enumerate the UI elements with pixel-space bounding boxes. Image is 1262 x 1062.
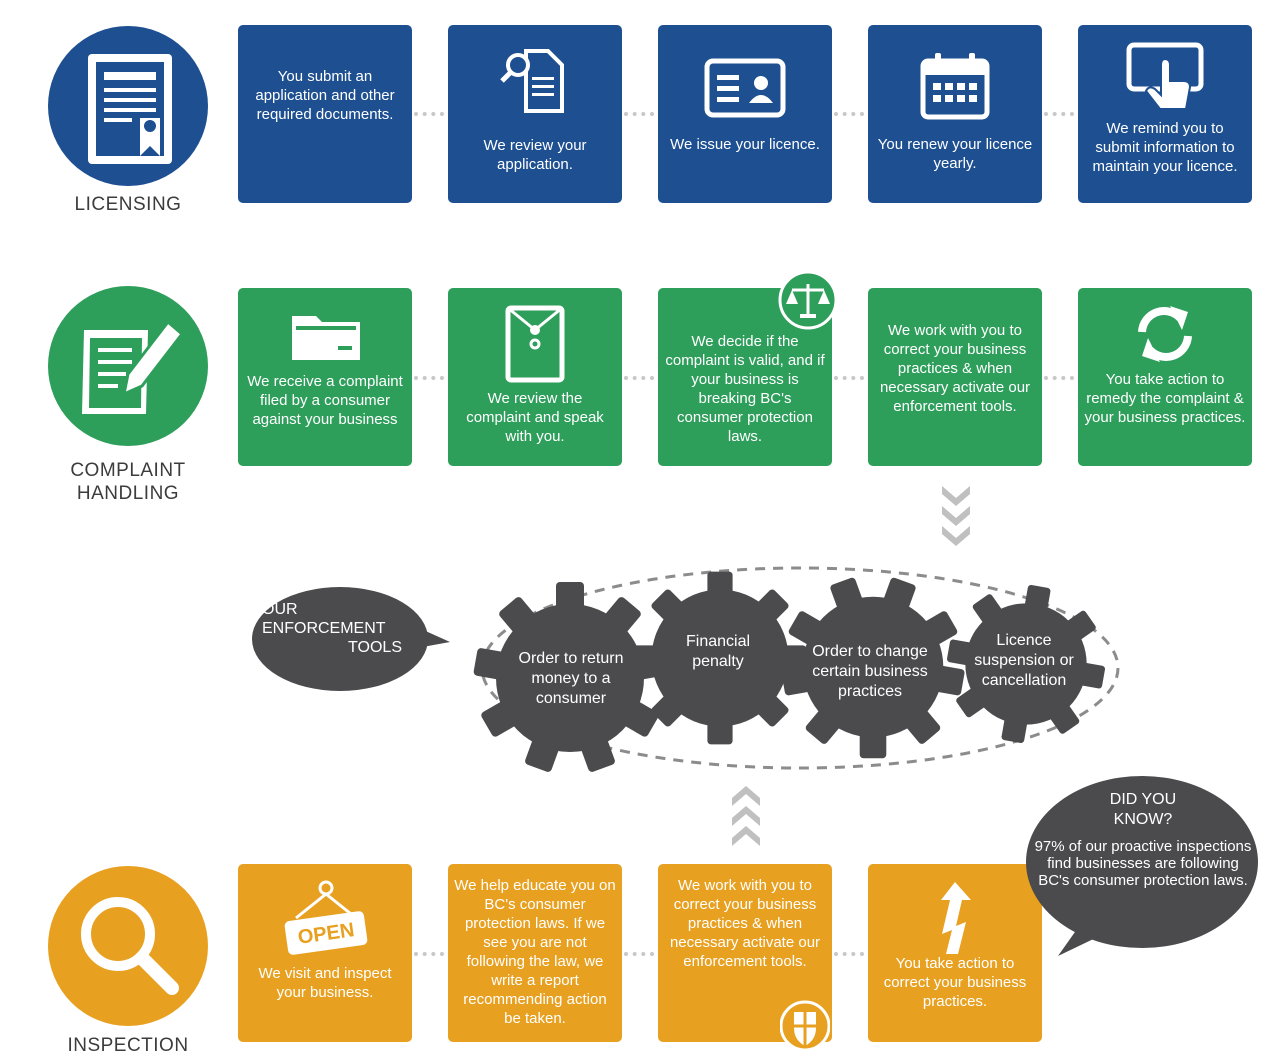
did-you-know-body: 97% of our proactive inspections find bu… (1034, 838, 1252, 889)
enforcement-tool-4: Licence suspension or cancellation (974, 632, 1074, 689)
enforcement-ellipse (480, 566, 1120, 770)
step-text: We issue your licence. (670, 136, 820, 153)
inspection-step-2: We help educate you on BC's consumer pro… (448, 864, 622, 1042)
scales-icon (778, 270, 838, 330)
step-text: You take action to correct your business… (883, 955, 1027, 1010)
enforcement-tool-1: Order to return money to a consumer (518, 650, 624, 707)
connector (834, 376, 864, 384)
complaint-label-line1: COMPLAINT (70, 460, 186, 481)
complaint-label-line2: HANDLING (76, 483, 180, 504)
connector (624, 112, 654, 120)
refresh-icon (1138, 306, 1192, 362)
step-text: We work with you to correct your busines… (669, 877, 821, 970)
did-you-know-title: DID YOU KNOW? (1109, 791, 1177, 828)
id-card-icon (704, 58, 786, 118)
connector (1044, 376, 1074, 384)
complaint-step-5: You take action to remedy the complaint … (1078, 288, 1252, 466)
chevron-up-icon (732, 786, 760, 846)
enforcement-bubble (252, 587, 450, 691)
step-text: You submit an application and other requ… (255, 68, 395, 123)
bubble-line2: ENFORCEMENT (262, 620, 386, 637)
magnifier-icon (81, 897, 179, 995)
gear-icon (781, 577, 965, 759)
connector (1044, 112, 1074, 120)
open-sign-icon: OPEN (284, 880, 368, 955)
document-ribbon-icon (88, 54, 172, 164)
magnifier-document-icon (500, 49, 564, 113)
arrow-up-icon (941, 882, 971, 954)
signed-paper-icon (82, 319, 185, 414)
did-you-know-bubble (1026, 776, 1258, 956)
step-text: You take action to remedy the complaint … (1084, 371, 1246, 426)
step-text: We work with you to correct your busines… (879, 322, 1031, 415)
step-text: We remind you to submit information to m… (1092, 120, 1238, 175)
envelope-icon (505, 305, 565, 383)
chevron-down-icon (942, 486, 970, 546)
enforcement-bubble-text: OUR ENFORCEMENT TOOLS (262, 600, 402, 657)
licensing-step-1: You submit an application and other requ… (238, 25, 412, 203)
connector (624, 952, 654, 960)
gear-icon (633, 571, 807, 745)
complaint-step-4: We work with you to correct your busines… (868, 288, 1042, 466)
licensing-label: LICENSING (74, 194, 182, 215)
step-text: We receive a complaint filed by a consum… (247, 373, 403, 428)
complaint-step-1: We receive a complaint filed by a consum… (238, 288, 412, 466)
connector (624, 376, 654, 384)
shield-icon (780, 1000, 830, 1052)
licensing-step-5: We remind you to submit information to m… (1078, 25, 1252, 203)
bubble-line3: TOOLS (348, 639, 402, 656)
connector (834, 112, 864, 120)
step-text: We help educate you on BC's consumer pro… (454, 877, 616, 1027)
gear-icon (947, 585, 1105, 743)
inspection-circle (48, 866, 208, 1026)
licensing-step-4: You renew your licence yearly. (868, 25, 1042, 203)
connector (834, 952, 864, 960)
connector (414, 376, 444, 384)
calendar-icon (920, 53, 990, 120)
licensing-step-2: We review your application. (448, 25, 622, 203)
folder-icon (292, 316, 360, 360)
inspection-step-4: You take action to correct your business… (868, 864, 1042, 1042)
licensing-circle (48, 26, 208, 186)
complaint-label: COMPLAINT HANDLING (28, 459, 228, 505)
licensing-step-3: We issue your licence. (658, 25, 832, 203)
step-text: You renew your licence yearly. (877, 136, 1033, 172)
tap-hand-icon (1126, 42, 1204, 110)
inspection-label: INSPECTION (67, 1035, 189, 1056)
bubble-line1: OUR (262, 601, 298, 618)
complaint-step-2: We review the complaint and speak with y… (448, 288, 622, 466)
complaint-circle (48, 286, 208, 446)
inspection-step-1: OPEN We visit and inspect your business. (238, 864, 412, 1042)
step-text: We decide if the complaint is valid, and… (665, 333, 825, 445)
enforcement-tool-2: Financial penalty (685, 633, 751, 670)
connector (414, 952, 444, 960)
step-text: We review the complaint and speak with y… (466, 390, 604, 445)
connector (414, 112, 444, 120)
step-text: We visit and inspect your business. (258, 965, 392, 1001)
step-text: We review your application. (483, 137, 587, 173)
enforcement-tool-3: Order to change certain business practic… (812, 643, 928, 700)
